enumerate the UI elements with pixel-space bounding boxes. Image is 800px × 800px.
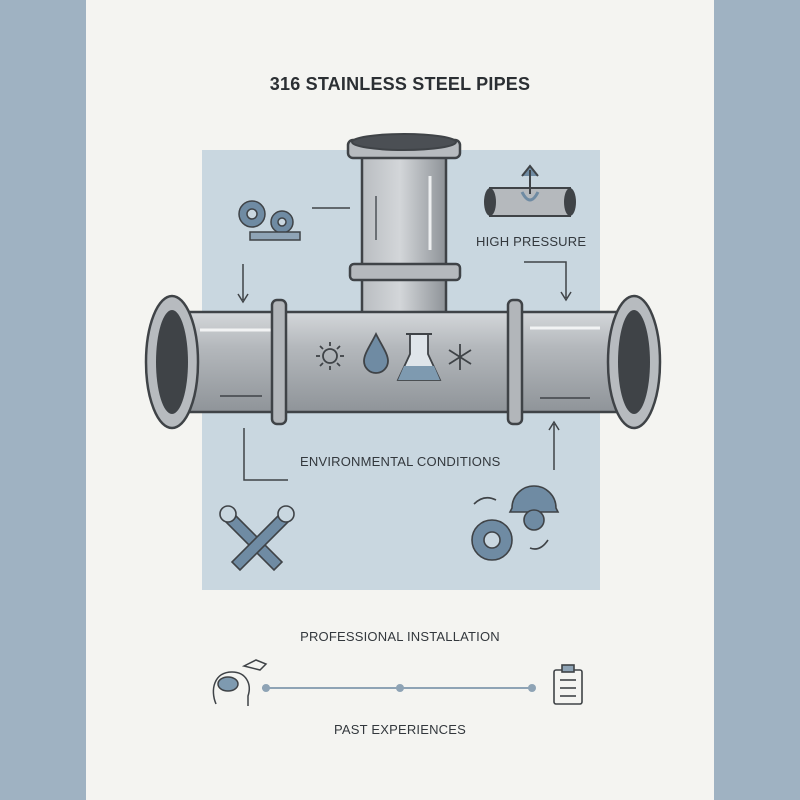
timeline: [262, 684, 536, 692]
label-environmental-conditions: ENVIRONMENTAL CONDITIONS: [300, 454, 501, 469]
pipe-branch: [346, 133, 462, 324]
hardhat-gears-icon: [471, 485, 560, 561]
pressure-pipe-icon: [484, 164, 576, 217]
label-past-experiences: PAST EXPERIENCES: [333, 722, 467, 737]
gear-icon: [238, 200, 301, 241]
wrench-icon: [219, 505, 295, 572]
label-professional-installation: PROFESSIONAL INSTALLATION: [300, 629, 500, 644]
clipboard-icon: [553, 664, 583, 705]
label-high-pressure: HIGH PRESSURE: [476, 234, 587, 249]
pipe-main: [144, 294, 662, 430]
sun-icon: [316, 342, 344, 370]
snowflake-icon: [448, 344, 472, 370]
water-drop-icon: [363, 331, 389, 374]
brain-icon: [212, 659, 268, 706]
page-title: 316 STAINLESS STEEL PIPES: [269, 74, 531, 94]
flask-icon: [396, 333, 442, 381]
